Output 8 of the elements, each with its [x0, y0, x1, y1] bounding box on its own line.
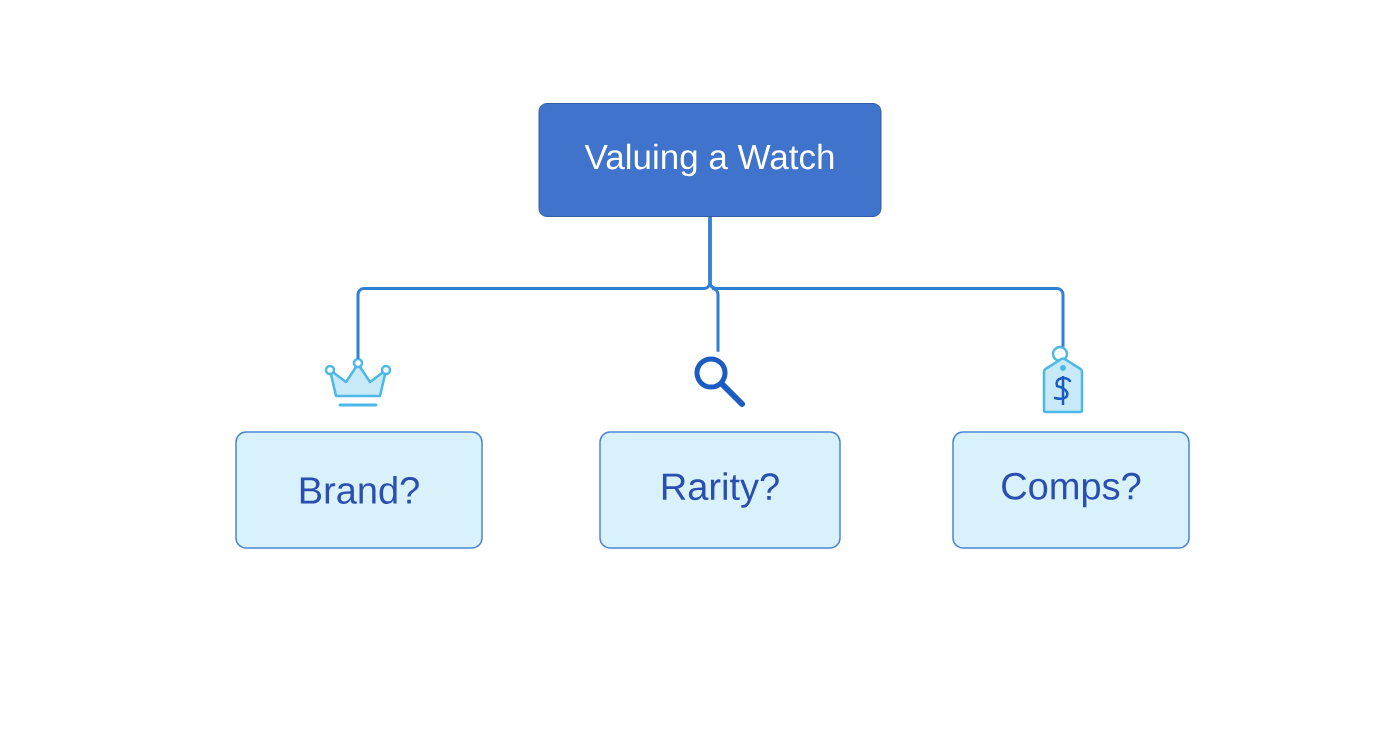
connector-line [708, 217, 1065, 347]
title-box: Valuing a Watch [538, 103, 882, 217]
price-tag-icon [1042, 345, 1084, 414]
crown-icon [324, 357, 392, 407]
magnifier-icon [694, 356, 745, 407]
question-box: Brand? [235, 431, 483, 549]
question-box: Comps? [952, 431, 1190, 549]
question-box: Rarity? [599, 431, 841, 549]
